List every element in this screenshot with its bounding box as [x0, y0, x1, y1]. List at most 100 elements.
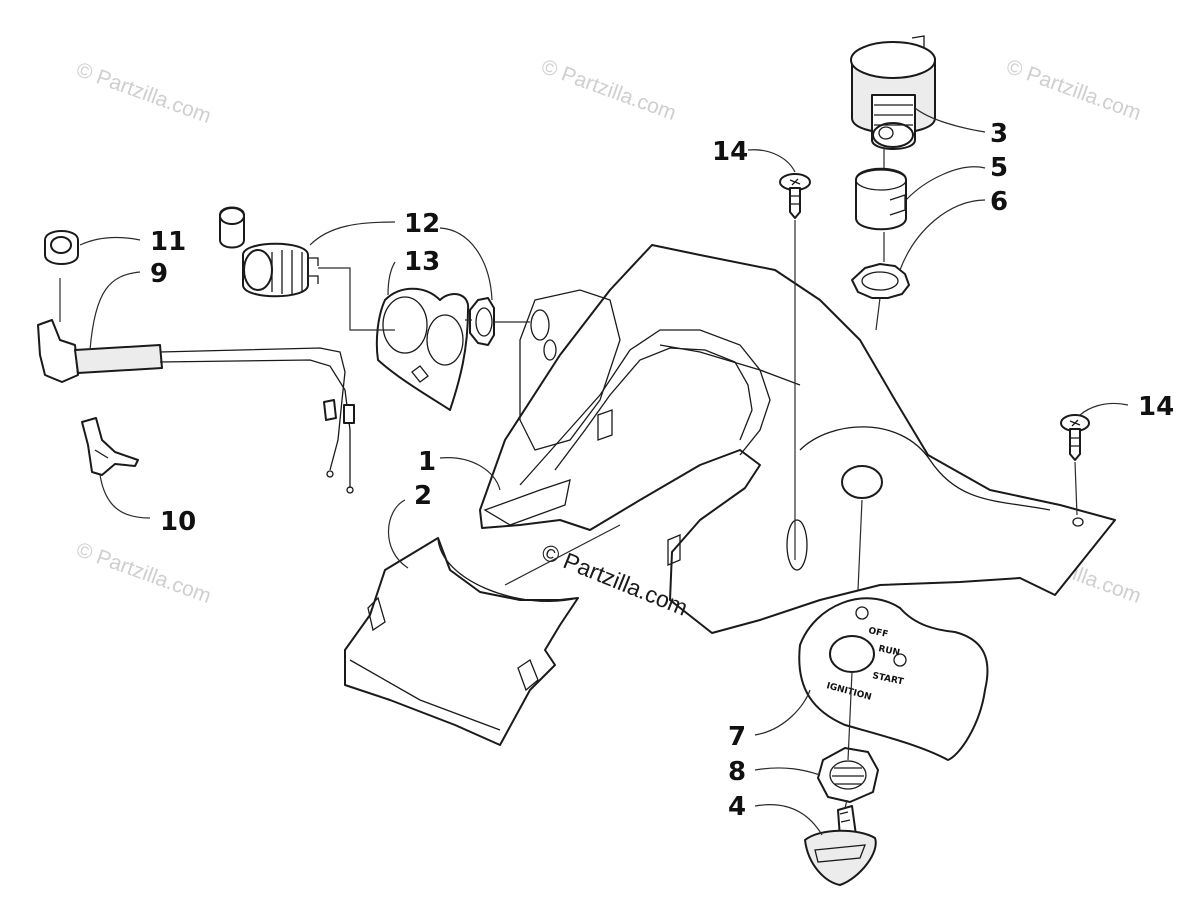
callout-9: 9: [150, 259, 168, 289]
callout-14-right: 14: [1138, 392, 1174, 422]
locking-ring-top: [855, 169, 907, 191]
indicator-off-light: [855, 606, 869, 620]
ignition-mounting-hole: [841, 465, 883, 499]
throttle-cable-ferrule-2: [343, 404, 355, 424]
watermark-bottom-left: © Partzilla.com: [73, 538, 214, 608]
watermark-top-center: © Partzilla.com: [538, 55, 679, 125]
outlet-retaining-nut: [469, 297, 495, 346]
ignition-decal-plate: OFF RUN START IGNITION: [798, 597, 989, 761]
star-washer-hole: [861, 271, 899, 291]
assembly-line-ignition: [844, 499, 863, 809]
callout-6: 6: [990, 187, 1008, 217]
assembly-line-cover: [504, 524, 621, 586]
lever-arm: [81, 417, 139, 476]
console-housing-screw-hole: [1072, 517, 1084, 527]
console-housing-port-left: [530, 309, 550, 341]
outlet-mounting-plate-body: [375, 287, 470, 411]
assembly-line-socket: [875, 148, 885, 331]
leader-5: [905, 166, 986, 201]
leader-13: [387, 261, 396, 296]
outlet-terminals: [308, 257, 319, 284]
throttle-cable-wire-2: [159, 359, 351, 488]
leader-3: [914, 107, 986, 133]
callout-14-top: 14: [712, 137, 748, 167]
indicator-run-light: [893, 653, 907, 667]
leader-9: [89, 271, 141, 351]
callout-13: 13: [404, 247, 440, 277]
locking-ring: [855, 167, 907, 231]
callout-8: 8: [728, 757, 746, 787]
console-housing-arch-outer: [519, 329, 771, 486]
screw-right: [1060, 414, 1090, 461]
throttle-cable-end-2: [346, 486, 354, 494]
assembly-line-screw-right: [1074, 461, 1078, 516]
outlet-ribs: [271, 250, 303, 294]
power-socket-ridges: [874, 104, 913, 126]
star-washer-body: [851, 263, 910, 299]
ignition-nut-hole: [829, 760, 867, 790]
front-cover-panel-tab-right: [517, 659, 539, 692]
console-housing-front-tab: [483, 479, 571, 526]
outlet-cap-top: [219, 207, 245, 225]
throttle-cable-ferrule-1: [323, 399, 337, 421]
leader-lines: [59, 107, 1129, 836]
outlet-retaining-nut-hole: [475, 307, 493, 337]
outlet-mounting-plate-hole-right: [426, 314, 464, 366]
leader-8: [754, 767, 821, 776]
leader-14-top: [747, 149, 796, 173]
front-cover-panel-tab-left: [367, 596, 386, 632]
front-cover-panel-body: [344, 537, 579, 746]
power-outlet-assembly: [219, 206, 495, 346]
throttle-lever-body: [37, 319, 79, 383]
ignition-nut-thread: [832, 767, 864, 785]
console-housing-arch-inner: [554, 347, 753, 471]
outlet-mounting-plate: [375, 287, 470, 411]
panel-label-off: OFF: [867, 626, 889, 640]
locking-ring-body: [855, 167, 907, 231]
callout-3: 3: [990, 119, 1008, 149]
throttle-cable-assembly: [37, 319, 355, 494]
console-housing-body: [479, 244, 1116, 634]
power-socket-keyhole: [878, 126, 894, 140]
leader-12: [309, 221, 396, 246]
ignition-key-teeth: [839, 811, 851, 823]
callout-labels: 1 2 3 5 6 7 8 4 9 10 11 12 13 14 14: [150, 119, 1174, 822]
outlet-mouth: [243, 249, 273, 291]
leader-14-right: [1079, 402, 1129, 416]
console-housing-slot: [786, 519, 808, 571]
console-housing: [479, 244, 1116, 634]
leader-1: [439, 457, 501, 491]
leader-10: [99, 474, 151, 519]
bushing: [44, 230, 79, 265]
console-housing-ridge: [659, 344, 801, 386]
front-cover-panel-ridge: [349, 659, 501, 731]
ignition-nut: [817, 747, 879, 803]
throttle-cable-sheath: [74, 344, 163, 374]
leader-7: [754, 689, 811, 736]
console-housing-right-bulge: [799, 426, 1051, 511]
power-socket-assembly: [850, 35, 936, 150]
panel-label-run: RUN: [877, 644, 900, 658]
callout-7: 7: [728, 722, 746, 752]
screw-right-thread: [1070, 437, 1080, 447]
outlet-mounting-plate-hole-left: [382, 296, 428, 354]
leader-12-nut: [439, 227, 493, 301]
watermark-top-left: © Partzilla.com: [73, 58, 214, 128]
ignition-key-logo: [814, 844, 866, 863]
assembly-line-plate: [465, 319, 530, 323]
ignition-nut-body: [817, 747, 879, 803]
screw-right-shank: [1069, 428, 1081, 461]
screw-top: [779, 173, 811, 219]
leader-11: [79, 236, 141, 246]
ignition-key: [804, 805, 877, 886]
screw-top-thread: [790, 195, 800, 205]
console-housing-side-panel: [519, 289, 621, 451]
ignition-key-slot: [829, 635, 875, 673]
callout-1: 1: [418, 447, 436, 477]
callout-5: 5: [990, 153, 1008, 183]
callout-11: 11: [150, 227, 186, 257]
callout-10: 10: [160, 507, 196, 537]
callout-2: 2: [414, 481, 432, 511]
throttle-cable-wire-1: [159, 347, 346, 471]
